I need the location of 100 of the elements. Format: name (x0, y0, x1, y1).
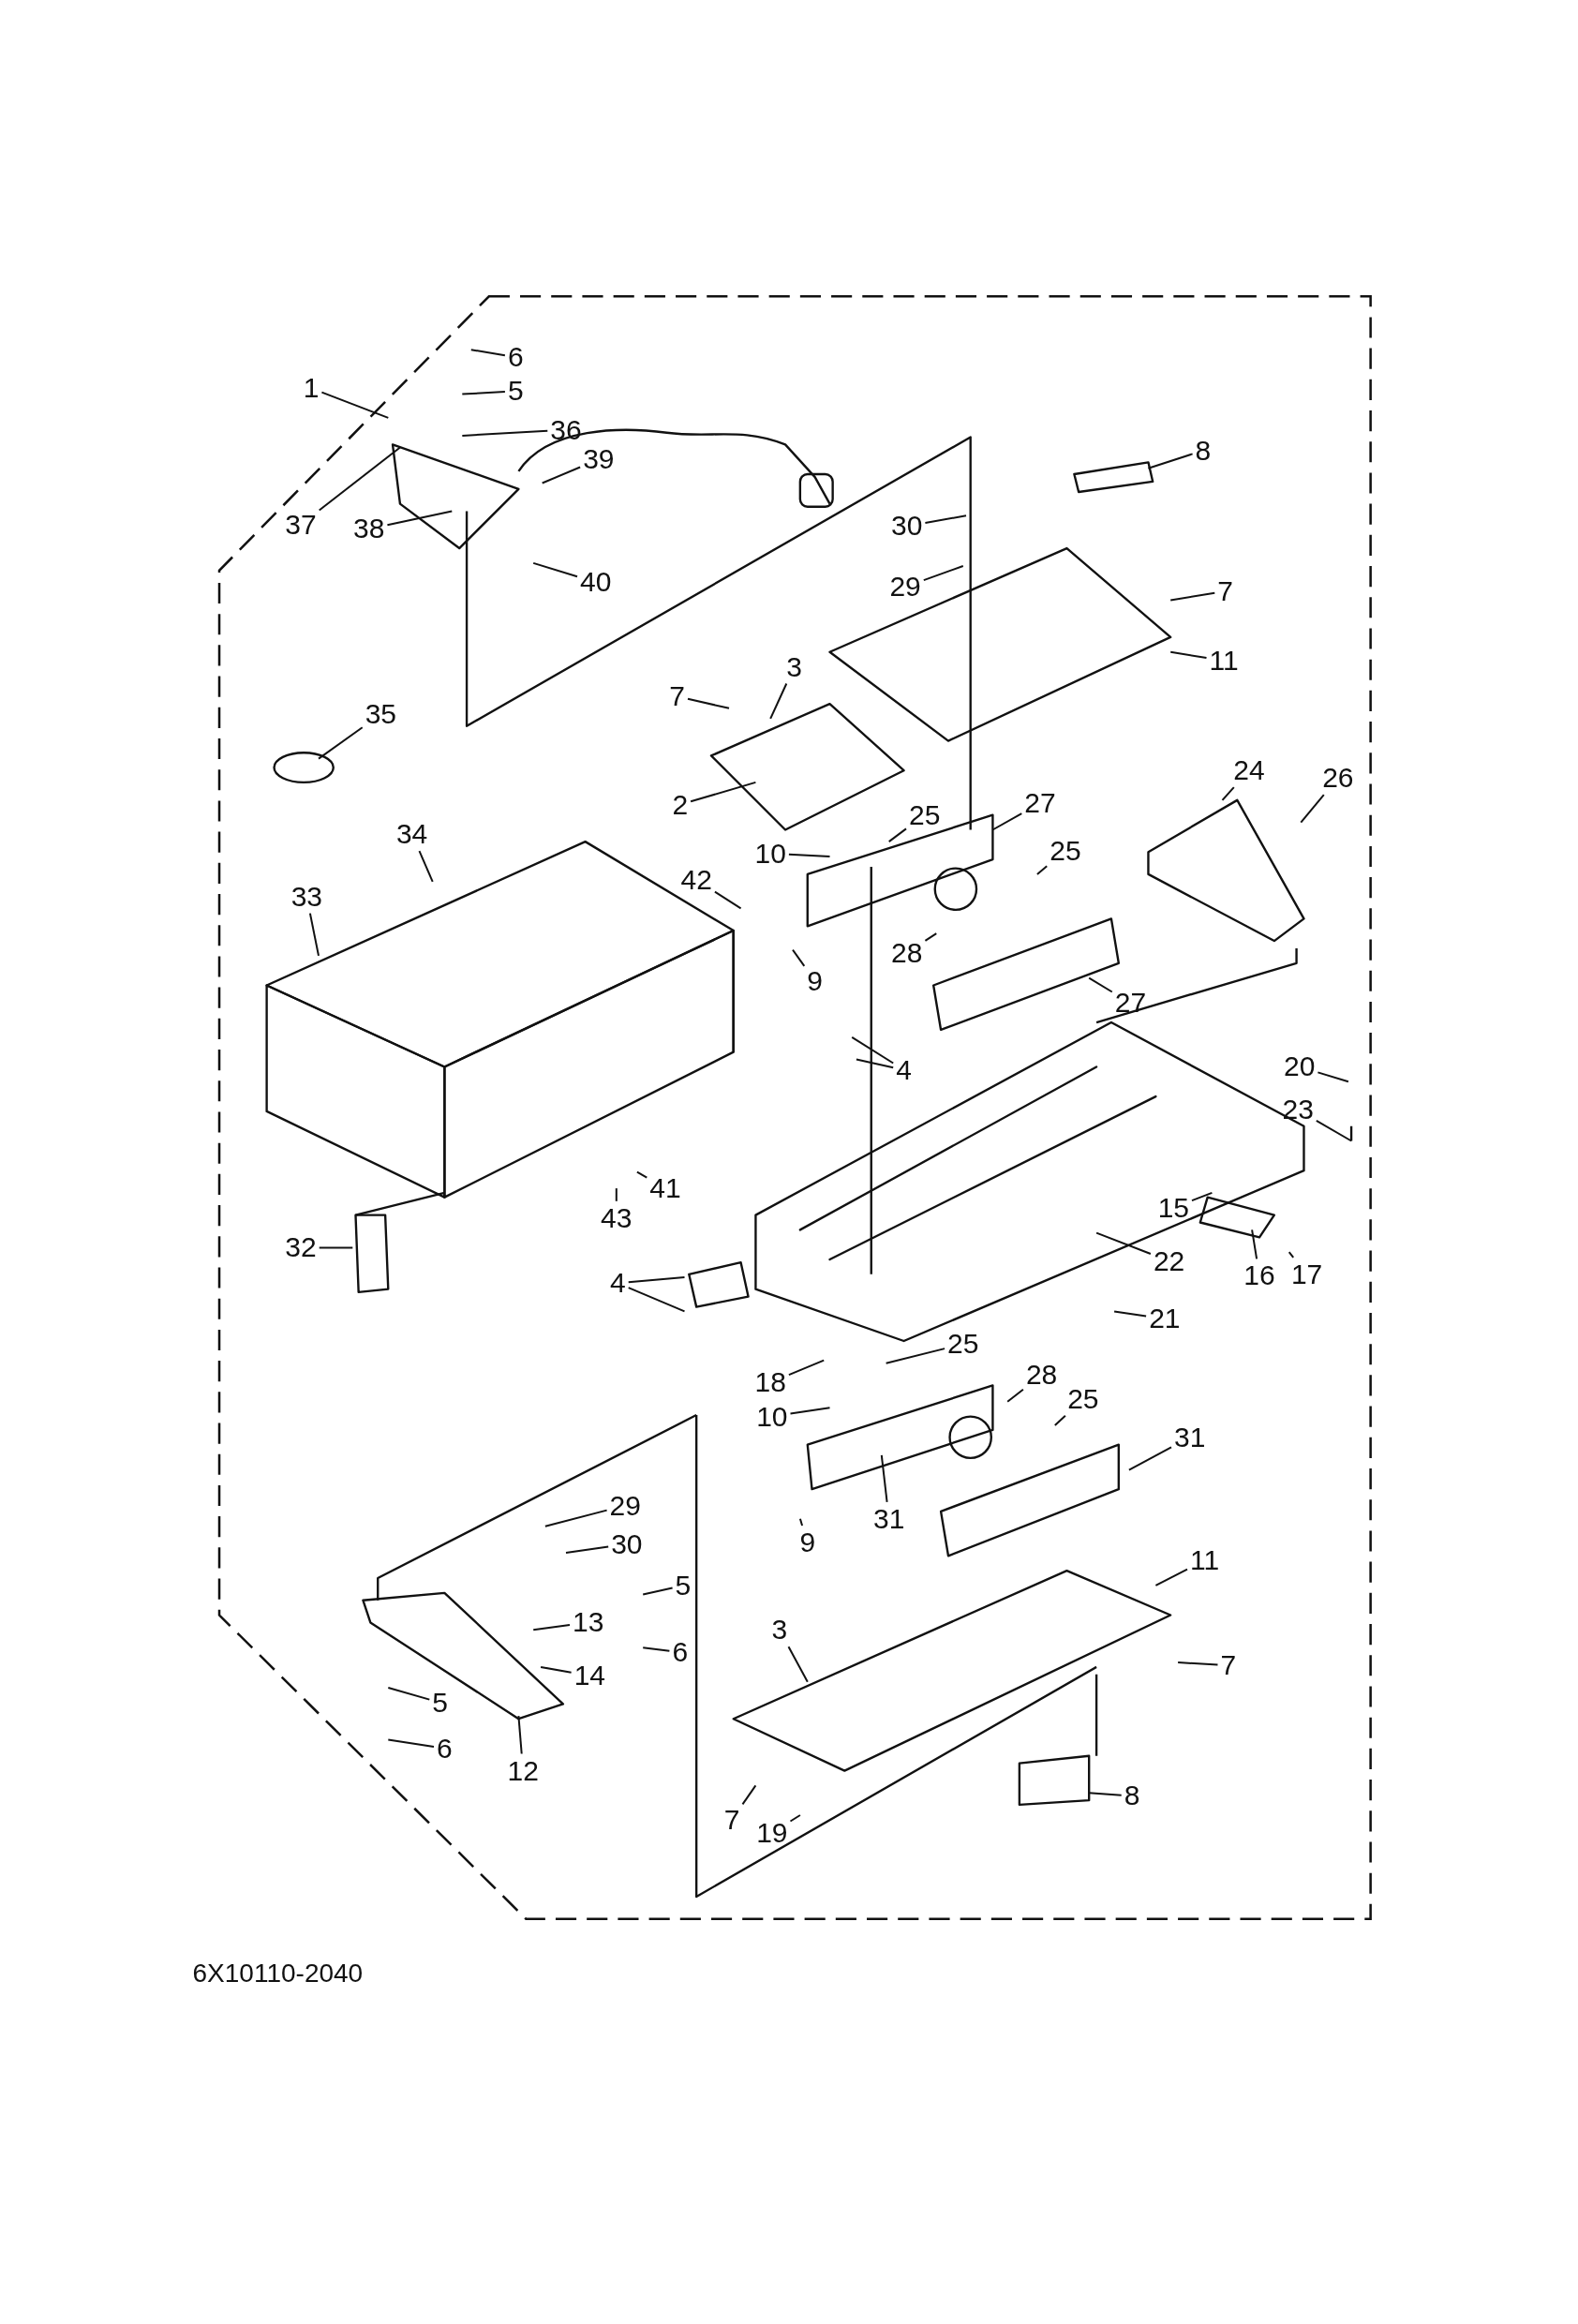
callout-number: 28 (891, 938, 923, 967)
leader-line (387, 1687, 431, 1701)
leader-line (855, 1058, 895, 1069)
leader-line (1113, 1310, 1148, 1318)
leader-line (1300, 794, 1325, 824)
callout-number: 27 (1024, 789, 1056, 817)
leader-line (1221, 786, 1235, 801)
leader-line (1288, 1251, 1295, 1259)
leader-line (887, 827, 907, 843)
callout-number: 9 (807, 966, 823, 995)
callout-number: 15 (1157, 1193, 1189, 1222)
callout-number: 10 (754, 839, 786, 868)
leader-line (798, 1517, 804, 1527)
callout-number: 32 (285, 1233, 317, 1262)
callout-number: 6 (437, 1734, 453, 1763)
callout-number: 31 (873, 1504, 905, 1533)
leader-line (787, 1359, 826, 1377)
leader-line (991, 812, 1023, 831)
callout-number: 25 (909, 800, 941, 829)
leader-line (1127, 1446, 1172, 1471)
callout-number: 19 (756, 1818, 788, 1847)
leader-line (532, 1624, 571, 1631)
callout-number: 21 (1149, 1304, 1181, 1333)
drawing-code: 6X10110-2040 (192, 1959, 364, 1989)
callout-number: 5 (507, 377, 524, 406)
callout-number: 33 (290, 882, 322, 911)
leader-line (543, 1509, 608, 1527)
callout-number: 25 (1067, 1384, 1099, 1413)
leader-line (1053, 1414, 1066, 1427)
leader-line (1154, 1568, 1188, 1587)
leader-line (615, 1187, 618, 1202)
leader-line (924, 514, 967, 524)
callout-number: 38 (353, 514, 385, 544)
callout-number: 16 (1243, 1261, 1275, 1290)
callout-number: 35 (365, 700, 397, 729)
callout-number: 37 (285, 510, 317, 539)
callout-number: 1 (303, 374, 320, 403)
callout-number: 30 (611, 1529, 643, 1558)
callout-number: 7 (1220, 1651, 1237, 1680)
leader-line (924, 932, 938, 942)
leader-line (1169, 591, 1216, 602)
callout-number: 29 (609, 1491, 641, 1520)
leader-line (922, 565, 964, 582)
callout-number: 11 (1189, 1546, 1220, 1574)
leader-line (517, 1715, 523, 1755)
leader-line (1147, 453, 1194, 469)
leader-line (318, 726, 364, 760)
callout-number: 2 (672, 790, 689, 819)
callout-number: 5 (675, 1571, 692, 1600)
callout-number: 8 (1195, 436, 1212, 465)
callout-number: 40 (579, 568, 612, 597)
leader-line (1251, 1229, 1258, 1260)
leader-line (792, 948, 806, 967)
callout-number: 41 (649, 1174, 681, 1203)
leader-line (880, 1453, 888, 1503)
callout-number: 9 (799, 1528, 816, 1557)
leader-line (1191, 1191, 1213, 1202)
leader-line (461, 391, 506, 395)
leader-line (1177, 1661, 1219, 1666)
leader-line (565, 1545, 610, 1555)
callout-number: 13 (573, 1608, 604, 1637)
leader-line (532, 561, 578, 578)
leader-line (642, 1646, 671, 1652)
leader-line (386, 510, 454, 527)
leader-line (1006, 1388, 1024, 1403)
callout-number: 4 (896, 1055, 912, 1084)
leader-line (627, 1287, 686, 1313)
leader-line (541, 466, 582, 484)
callout-number: 14 (573, 1661, 605, 1691)
leader-line (1169, 650, 1208, 660)
leader-line (885, 1348, 946, 1364)
callout-number: 8 (1124, 1781, 1140, 1810)
leader-line (1035, 865, 1049, 875)
leader-line (787, 1646, 809, 1683)
leader-line (627, 1276, 686, 1284)
callout-number: 6 (672, 1638, 689, 1667)
leader-line (851, 1035, 895, 1065)
leader-line (1315, 1119, 1353, 1142)
callout-number: 6 (507, 343, 524, 372)
leader-line (1317, 1071, 1349, 1083)
callout-number: 39 (583, 445, 615, 474)
callout-number: 25 (1050, 836, 1081, 865)
callout-number: 36 (550, 415, 582, 444)
leader-line (690, 781, 757, 803)
leader-line (789, 1814, 801, 1823)
callout-number: 11 (1209, 647, 1239, 676)
leader-line (469, 349, 506, 357)
callout-number: 7 (1217, 576, 1233, 605)
leader-line (787, 853, 831, 857)
callout-number: 31 (1174, 1423, 1206, 1452)
callout-number: 30 (891, 512, 923, 541)
leader-line (418, 850, 434, 883)
callout-number: 34 (395, 820, 428, 849)
callout-number: 7 (723, 1805, 740, 1834)
callout-number: 5 (432, 1688, 448, 1717)
callout-number: 25 (947, 1330, 979, 1359)
leader-line (318, 446, 401, 512)
callout-number: 22 (1153, 1246, 1185, 1275)
leader-line (308, 912, 320, 957)
callout-number: 7 (669, 682, 685, 711)
